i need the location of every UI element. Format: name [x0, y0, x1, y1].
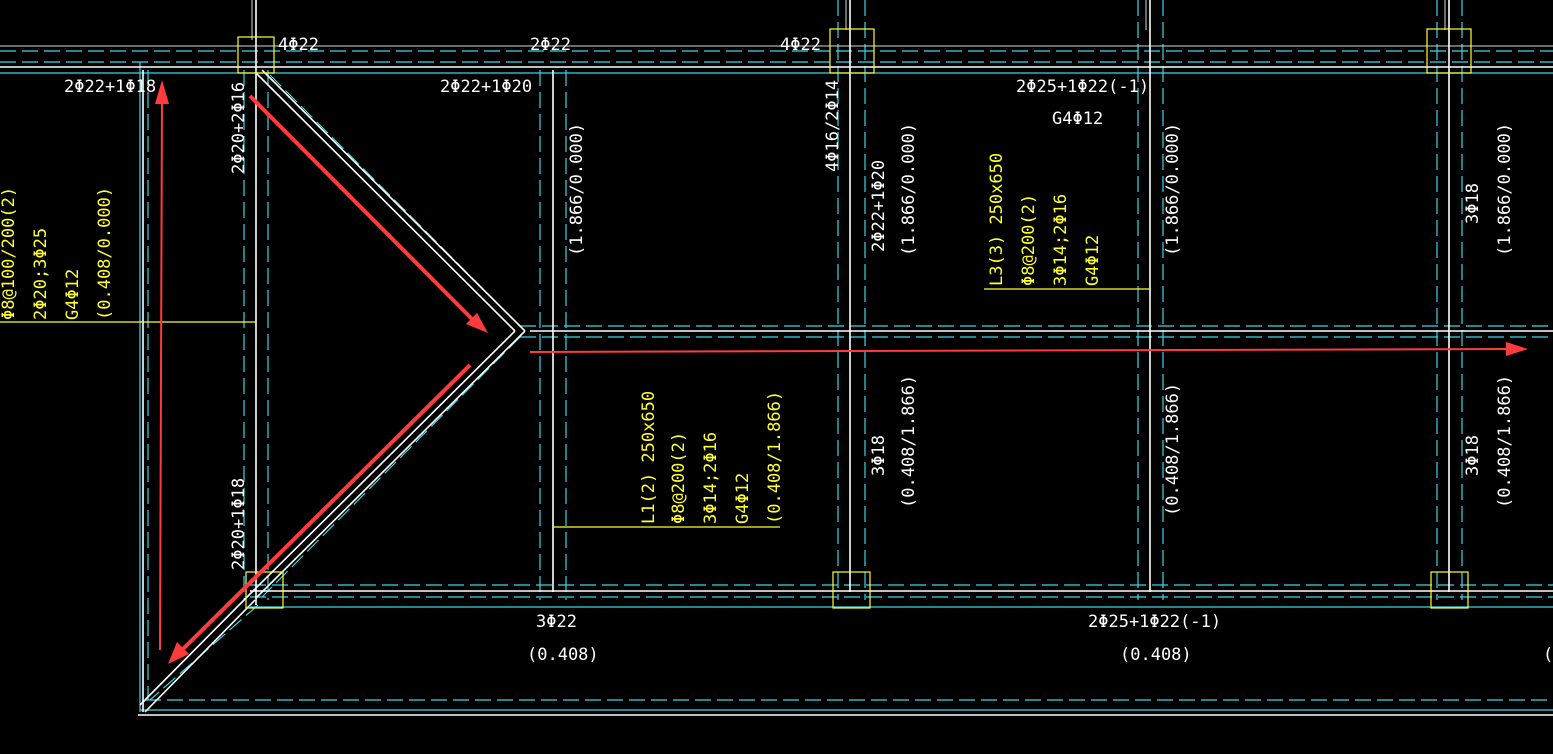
arrow-right-head	[1506, 342, 1528, 356]
elevation-label: (0.408/1.866)	[765, 391, 785, 524]
elevation-label: (0.408/0.000)	[95, 187, 115, 320]
elevation-label: (1.866/0.000)	[1495, 123, 1515, 256]
elevation-label: (0.408/1.866)	[1163, 383, 1183, 516]
rebar-label: 2Φ22+1Φ20	[440, 77, 532, 97]
rebar-label: 4Φ16/2Φ14	[823, 80, 843, 172]
rebar-label: G4Φ12	[1083, 235, 1103, 286]
arrow-up-head	[155, 80, 169, 104]
elevation-label: (1.866/0.000)	[899, 123, 919, 256]
left-beam-annotation: Φ8@100/200(2) 2Φ20;3Φ25 G4Φ12 (0.408/0.0…	[0, 187, 115, 320]
arrow-down-right-shaft	[248, 94, 477, 324]
stirrup-label: Φ8@100/200(2)	[0, 187, 19, 320]
elevation-label: (1.866/0.000)	[567, 123, 587, 256]
rebar-label: 3Φ18	[1463, 435, 1483, 476]
column	[1430, 571, 1469, 609]
elevation-label: (0.408)	[1120, 645, 1192, 665]
elevation-label: (0.408)	[527, 645, 599, 665]
column	[829, 28, 875, 74]
elevation-label: (1.866/0.000)	[1163, 123, 1183, 256]
rebar-label: 2Φ20;3Φ25	[31, 228, 51, 320]
rebar-label: 2Φ25+1Φ22(-1)	[1016, 77, 1149, 97]
rebar-label: 3Φ14;2Φ16	[1051, 194, 1071, 286]
stirrup-label: Φ8@200(2)	[669, 432, 689, 524]
top-labels: 4Φ22 2Φ22 4Φ22 2Φ22+1Φ18 2Φ22+1Φ20 2Φ25+…	[64, 35, 1149, 129]
beam-l1-annotation: L1(2) 250x650 Φ8@200(2) 3Φ14;2Φ16 G4Φ12 …	[639, 391, 785, 524]
rebar-label: 2Φ25+1Φ22(-1)	[1088, 612, 1221, 632]
arrow-down-left-head	[168, 642, 189, 664]
beam-l3-annotation: L3(3) 250x650 Φ8@200(2) 3Φ14;2Φ16 G4Φ12	[987, 153, 1103, 286]
rebar-label: 2Φ20+2Φ16	[229, 82, 249, 174]
rebar-label: 2Φ22+1Φ18	[64, 77, 156, 97]
column	[832, 571, 871, 609]
stirrup-label: Φ8@200(2)	[1019, 194, 1039, 286]
bottom-labels: 3Φ22 (0.408) 2Φ25+1Φ22(-1) (0.408) (	[527, 612, 1553, 665]
arrow-down-right-head	[466, 313, 488, 333]
column	[237, 36, 275, 74]
columns	[237, 28, 1472, 609]
arrow-up-shaft	[159, 95, 163, 651]
beam-id-label: L3(3) 250x650	[987, 153, 1007, 286]
column	[1426, 28, 1472, 74]
arrow-right-shaft	[529, 348, 1511, 353]
column	[245, 571, 284, 609]
rebar-label: G4Φ12	[733, 473, 753, 524]
rebar-label: G4Φ12	[63, 269, 83, 320]
rebar-label: 4Φ22	[780, 35, 821, 55]
rebar-label: 2Φ22	[530, 35, 571, 55]
rebar-label: 3Φ14;2Φ16	[701, 432, 721, 524]
rebar-label: 3Φ18	[869, 435, 889, 476]
vertical-labels: 2Φ20+2Φ16 2Φ20+1Φ18 (1.866/0.000) 4Φ16/2…	[229, 80, 1515, 570]
rebar-label: 2Φ22+1Φ20	[869, 160, 889, 252]
elevation-label: (0.408/1.866)	[1495, 375, 1515, 508]
elevation-label: (	[1543, 645, 1553, 665]
rebar-label: 2Φ20+1Φ18	[229, 478, 249, 570]
leader-lines	[0, 288, 1150, 528]
rebar-label: 4Φ22	[278, 35, 319, 55]
rebar-label: G4Φ12	[1052, 109, 1103, 129]
red-arrows	[155, 80, 1528, 664]
arrow-down-left-shaft	[178, 363, 472, 654]
rebar-label: 3Φ18	[1463, 183, 1483, 224]
elevation-label: (0.408/1.866)	[899, 375, 919, 508]
axis-lines	[0, 0, 1553, 712]
rebar-label: 3Φ22	[536, 612, 577, 632]
beam-id-label: L1(2) 250x650	[639, 391, 659, 524]
